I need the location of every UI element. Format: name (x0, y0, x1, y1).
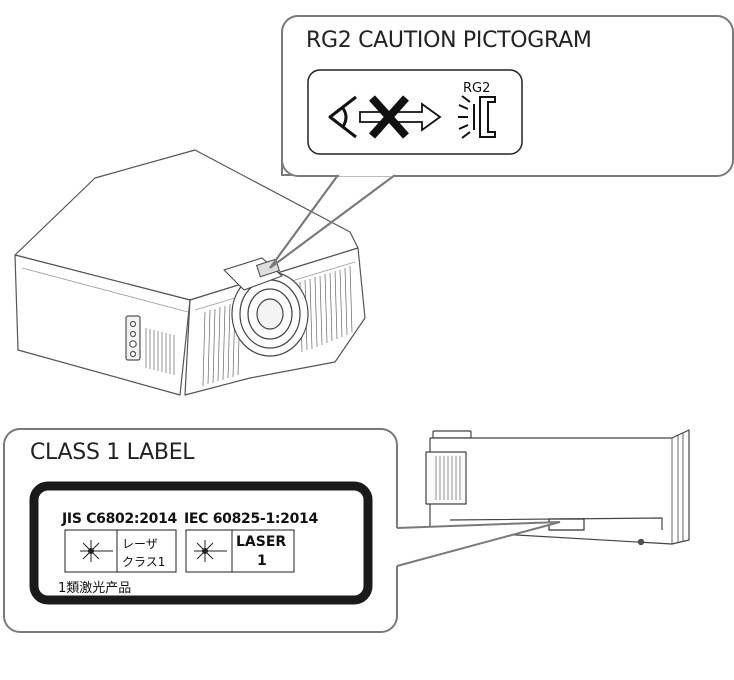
projector-perspective-view (14, 149, 366, 396)
projector-top-recess (223, 257, 283, 291)
jis-standard-text: JIS C6802:2014 (62, 511, 177, 527)
projector-side-vents (145, 328, 175, 375)
prohibited-x-icon (369, 95, 409, 139)
laser-starburst-icon (80, 540, 113, 562)
en-class-text-line2: 1 (257, 553, 267, 569)
class1-callout-title: CLASS 1 LABEL (30, 440, 195, 465)
rg2-callout-title: RG2 CAUTION PICTOGRAM (306, 28, 592, 53)
projector-side-view (425, 429, 690, 546)
en-class-text-line1: LASER (236, 534, 287, 550)
iec-standard-text: IEC 60825-1:2014 (184, 511, 318, 527)
class1-callout (3, 428, 561, 633)
light-source-icon (458, 95, 496, 139)
projector-lens (231, 271, 309, 357)
side-view-vents (435, 456, 461, 500)
projector-control-panel (125, 315, 141, 361)
jp-product-text: 1類激光产品 (58, 581, 132, 596)
class1-callout-leader (396, 521, 561, 567)
jp-class-text-line2: クラス1 (122, 555, 166, 569)
direction-arrow-icon (359, 102, 442, 132)
rg2-callout (269, 15, 734, 269)
jp-class-text-line1: レーザ (122, 537, 158, 551)
jp-class-box (64, 529, 177, 573)
side-view-vent-panel (425, 451, 467, 505)
eye-icon (328, 95, 357, 139)
rg2-pictogram-tag: RG2 (463, 81, 491, 96)
laser-starburst-icon (194, 540, 227, 562)
en-class-box (185, 529, 295, 573)
